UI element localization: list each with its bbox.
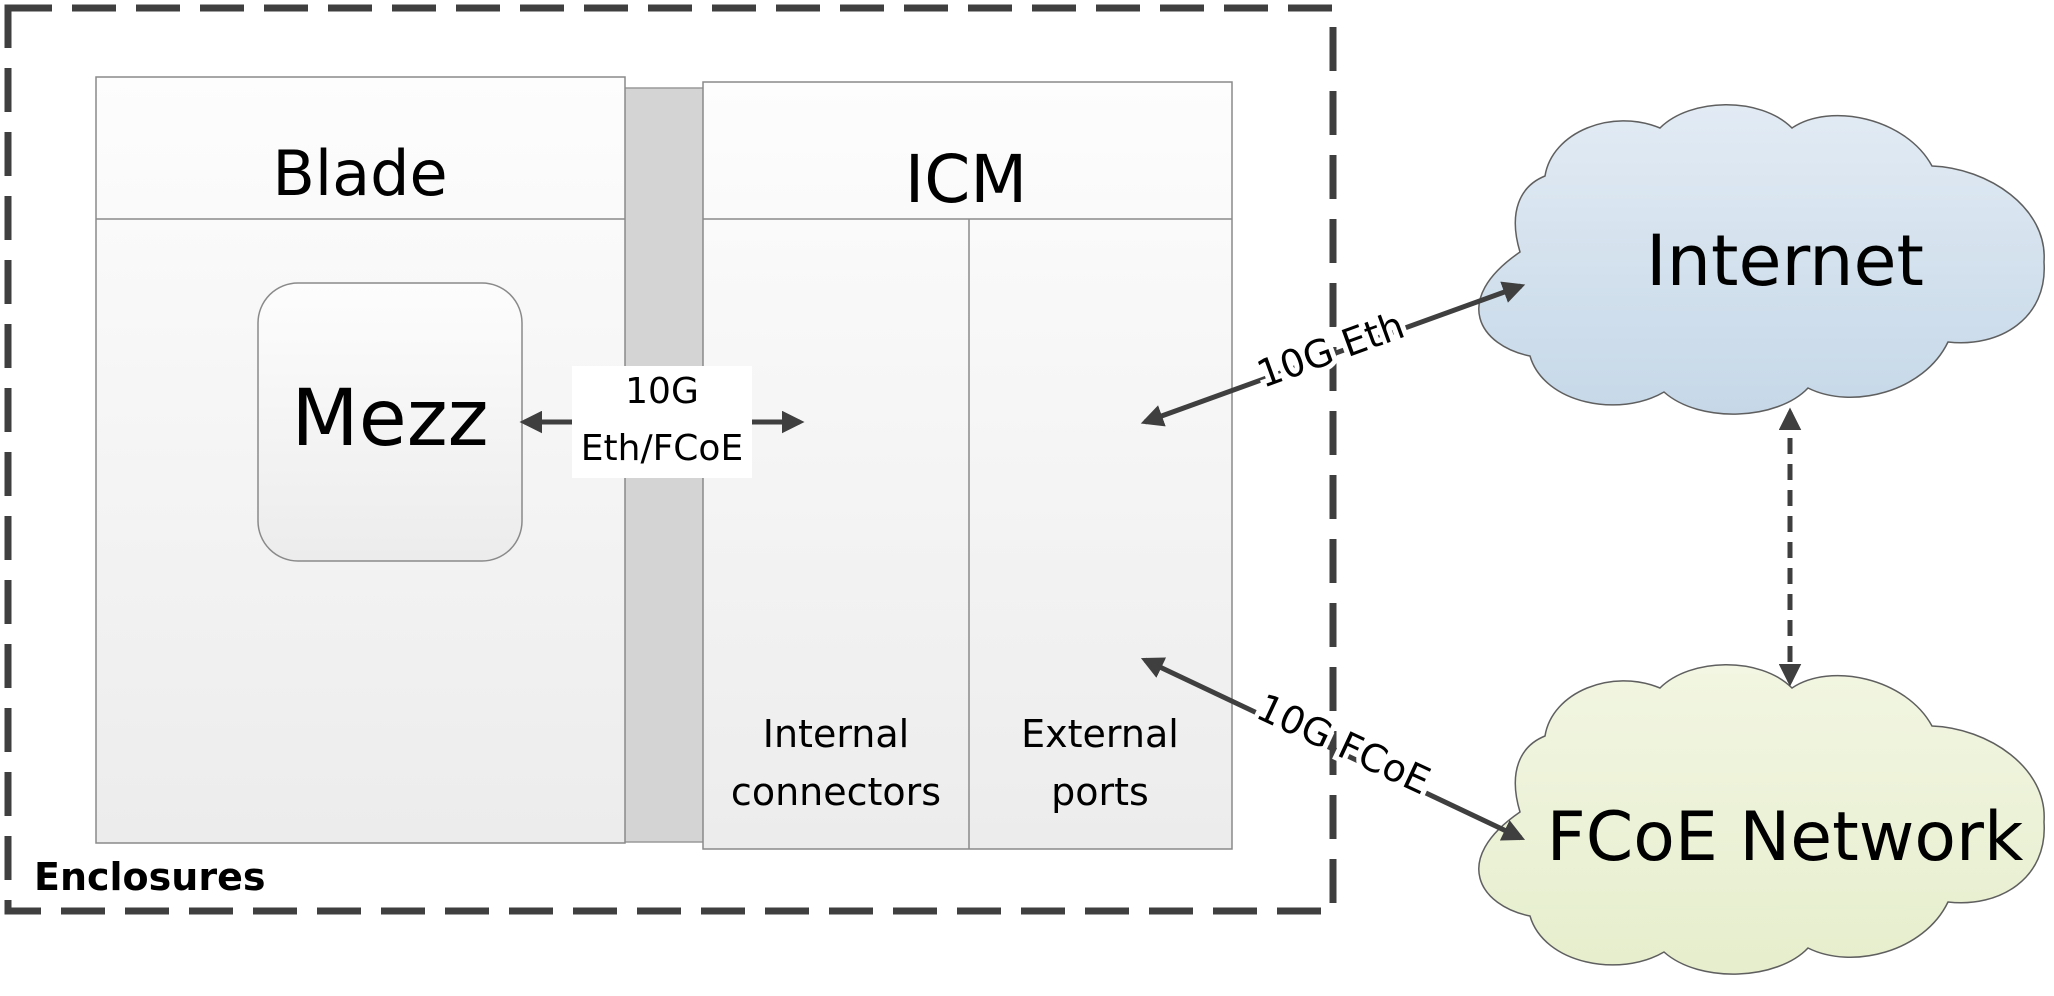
enclosure-label: Enclosures [34,855,265,899]
icm-box: ICM Internal connectors External ports [702,81,1233,850]
mezz-icm-label-bg [572,366,752,478]
mezz-label: Mezz [291,374,488,464]
icm-title: ICM [905,141,1028,218]
internet-label: Internet [1646,220,1924,302]
external-ports-line1: External [1021,712,1179,756]
enclosure-boundary [4,4,1337,915]
blade-title: Blade [272,137,447,210]
external-ports-line2: ports [1051,770,1149,814]
internet-cloud: Internet [1478,104,2045,415]
fcoe-network-cloud: FCoE Network [1478,664,2045,975]
mezz-icm-label-line1: 10G [625,371,699,412]
internal-connectors-line2: connectors [731,770,941,814]
icm-internet-arrow [1140,281,1526,427]
internal-connectors-line1: Internal [763,712,909,756]
icm-fcoe-label: 10G FCoE [1250,685,1437,803]
mezz-icm-label-line2: Eth/FCoE [581,428,743,469]
blade-box: Blade Mezz [95,76,626,844]
fcoe-network-label: FCoE Network [1547,798,2024,877]
icm-fcoe-arrow [1140,657,1526,841]
